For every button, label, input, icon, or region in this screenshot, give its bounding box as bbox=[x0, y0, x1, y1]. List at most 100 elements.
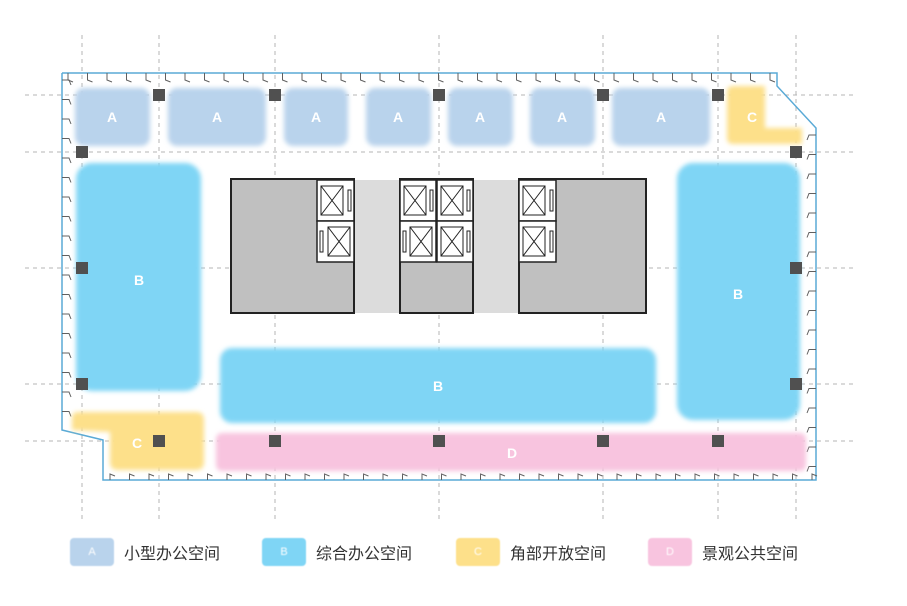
zone-label-a2: A bbox=[212, 109, 222, 125]
fin bbox=[285, 473, 291, 480]
fin bbox=[62, 255, 72, 261]
fin bbox=[519, 473, 525, 480]
fin bbox=[711, 73, 717, 83]
zone-label-b-left: B bbox=[134, 272, 144, 288]
fin bbox=[477, 73, 483, 83]
fin bbox=[382, 473, 389, 480]
column bbox=[433, 89, 445, 101]
zone-a7 bbox=[612, 88, 710, 146]
fin bbox=[421, 473, 428, 480]
fin bbox=[87, 73, 93, 83]
legend-item-c: C 角部开放空间 bbox=[456, 536, 606, 568]
zone-b-right bbox=[677, 163, 800, 420]
fin bbox=[62, 372, 72, 378]
fin bbox=[652, 73, 659, 83]
fin bbox=[148, 473, 155, 480]
fin bbox=[62, 294, 72, 300]
zone-label-b-center: B bbox=[433, 378, 443, 394]
fin bbox=[597, 473, 603, 480]
fin bbox=[145, 73, 152, 83]
fin bbox=[282, 73, 288, 83]
legend-item-b: B 综合办公空间 bbox=[262, 536, 412, 568]
fin bbox=[62, 411, 72, 417]
fin bbox=[62, 196, 72, 203]
elevator-car bbox=[436, 179, 474, 222]
fin bbox=[106, 73, 113, 83]
fin bbox=[129, 473, 135, 480]
facade-fins bbox=[62, 73, 818, 480]
fin bbox=[62, 99, 72, 105]
elevators bbox=[316, 179, 557, 263]
column bbox=[153, 435, 165, 447]
zone-label-a6: A bbox=[557, 109, 567, 125]
fin bbox=[753, 473, 759, 480]
fin bbox=[207, 473, 213, 480]
fin bbox=[223, 73, 230, 83]
fin bbox=[655, 473, 662, 480]
zone-label-d: D bbox=[507, 445, 517, 461]
fin bbox=[360, 73, 366, 83]
fin bbox=[441, 473, 447, 480]
fin bbox=[324, 473, 330, 480]
zone-label-a7: A bbox=[656, 109, 666, 125]
fin bbox=[806, 388, 816, 394]
elevator-car bbox=[316, 179, 355, 222]
fin bbox=[304, 473, 311, 480]
fin bbox=[806, 329, 816, 336]
column bbox=[269, 435, 281, 447]
elevator-car bbox=[399, 179, 437, 222]
fin bbox=[806, 368, 816, 375]
fin bbox=[577, 473, 584, 480]
zone-a3 bbox=[284, 88, 348, 146]
column bbox=[76, 378, 88, 390]
legend-item-d: D 景观公共空间 bbox=[648, 536, 798, 568]
fin bbox=[538, 473, 545, 480]
zone-a4 bbox=[366, 88, 431, 146]
fin bbox=[672, 73, 678, 83]
column bbox=[433, 435, 445, 447]
fin bbox=[806, 349, 816, 355]
fin bbox=[806, 290, 816, 297]
zone-label-b-right: B bbox=[733, 286, 743, 302]
column bbox=[790, 146, 802, 158]
fin bbox=[62, 313, 72, 320]
zone-label-a5: A bbox=[475, 109, 485, 125]
fin bbox=[535, 73, 542, 83]
fin bbox=[246, 473, 252, 480]
legend-label-c: 角部开放空间 bbox=[510, 544, 607, 563]
legend-swatch-d: D bbox=[648, 538, 692, 566]
fin bbox=[772, 473, 779, 480]
fin bbox=[165, 73, 171, 83]
fin bbox=[340, 73, 347, 83]
zone-label-a4: A bbox=[393, 109, 403, 125]
fin bbox=[730, 73, 737, 83]
fin bbox=[613, 73, 620, 83]
facade-outline bbox=[61, 72, 817, 481]
building-core bbox=[230, 178, 647, 314]
column bbox=[153, 89, 165, 101]
fin bbox=[806, 173, 816, 180]
fin bbox=[480, 473, 486, 480]
fin bbox=[806, 271, 816, 277]
column bbox=[597, 89, 609, 101]
fin bbox=[574, 73, 581, 83]
fin bbox=[168, 473, 174, 480]
legend-swatch-c: C bbox=[456, 538, 500, 566]
fin bbox=[62, 79, 72, 86]
fin bbox=[496, 73, 503, 83]
fin bbox=[499, 473, 506, 480]
fin bbox=[811, 473, 818, 480]
fin bbox=[184, 73, 191, 83]
fin bbox=[399, 73, 405, 83]
zone-c-top-right bbox=[727, 86, 802, 144]
column bbox=[712, 89, 724, 101]
fin bbox=[126, 73, 132, 83]
elevator-car bbox=[518, 220, 557, 263]
structural-columns bbox=[76, 89, 802, 447]
fin bbox=[62, 391, 72, 398]
fin bbox=[62, 274, 72, 281]
fin bbox=[750, 73, 756, 83]
fin bbox=[418, 73, 425, 83]
fin bbox=[62, 118, 72, 125]
